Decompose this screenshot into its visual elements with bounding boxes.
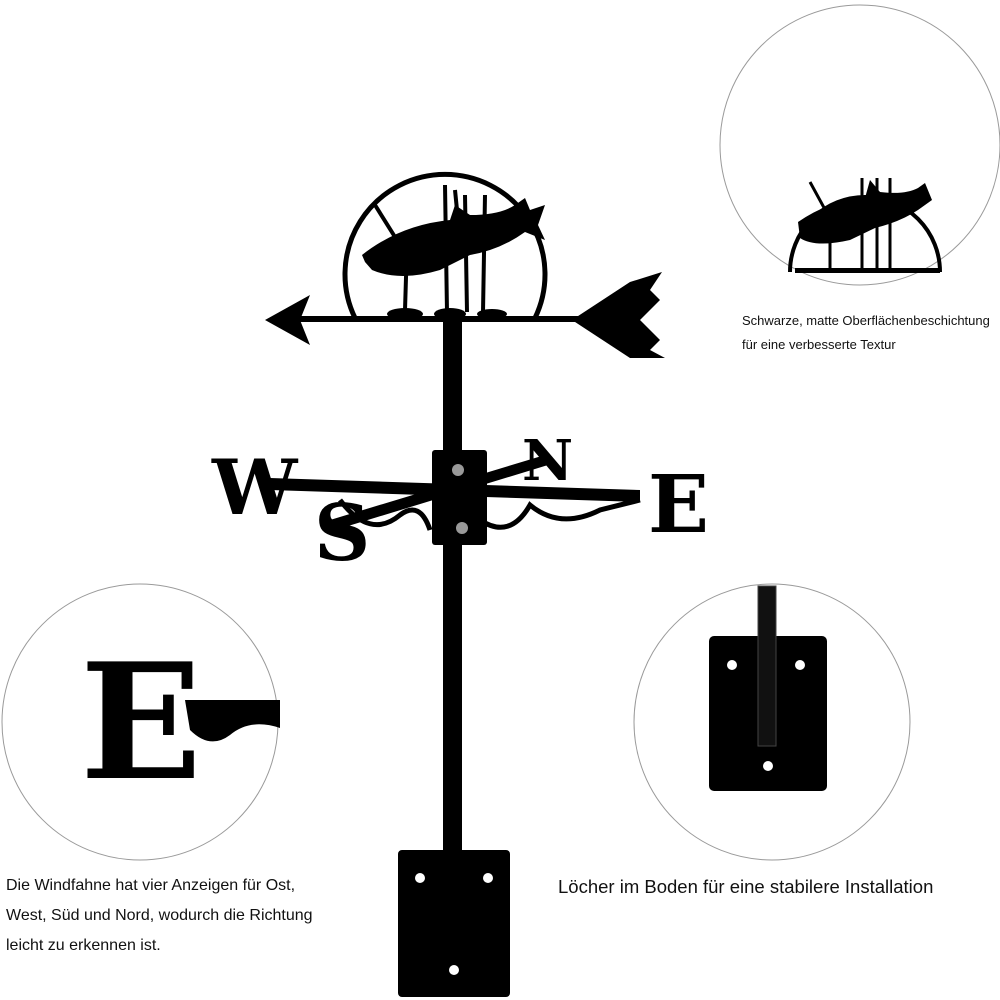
detail-fish-emblem — [788, 178, 942, 273]
letter-e: E — [648, 457, 709, 551]
caption-line: Die Windfahne hat vier Anzeigen für Ost, — [6, 877, 296, 894]
detail-circle-base-plate — [633, 583, 911, 861]
svg-text:E: E — [80, 628, 202, 816]
letter-s: S — [314, 488, 370, 579]
base-plate — [398, 850, 510, 997]
caption-line: leicht zu erkennen ist. — [6, 937, 161, 954]
caption-directions: Die Windfahne hat vier Anzeigen für Ost,… — [6, 871, 313, 961]
arrow — [265, 272, 665, 358]
caption-line: für eine verbesserte Textur — [742, 337, 896, 352]
caption-line: Schwarze, matte Oberflächenbeschichtung — [742, 313, 990, 328]
letter-n: N — [522, 428, 573, 494]
caption-line: West, Süd und Nord, wodurch die Richtung — [6, 907, 313, 924]
detail-circle-coating — [719, 4, 1000, 286]
pole — [443, 318, 462, 853]
fish-emblem — [342, 171, 548, 320]
detail-letter-e: E — [80, 628, 280, 816]
letter-w: W — [211, 443, 299, 532]
detail-base-plate — [709, 585, 827, 791]
direction-arms — [270, 450, 641, 545]
caption-holes: Löcher im Boden für eine stabilere Insta… — [558, 876, 934, 897]
caption-coating: Schwarze, matte Oberflächenbeschichtung … — [742, 309, 990, 357]
